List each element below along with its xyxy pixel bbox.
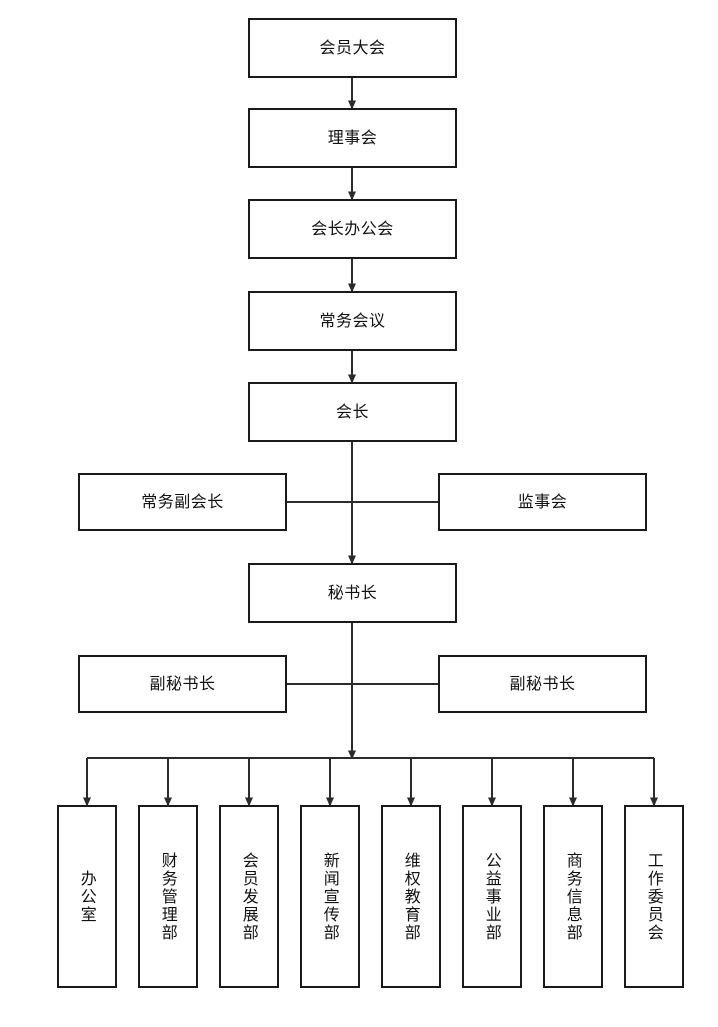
- node-label: 会长: [335, 402, 369, 422]
- node-label: 财务管理部: [158, 851, 178, 942]
- node-label: 常务副会长: [141, 492, 224, 512]
- node-member-development[interactable]: 会员发展部: [219, 805, 279, 988]
- node-label: 会员大会: [319, 38, 386, 58]
- node-label: 工作委员会: [644, 851, 664, 942]
- node-executive-vice-president[interactable]: 常务副会长: [78, 473, 287, 531]
- node-label: 副秘书长: [149, 674, 216, 694]
- node-label: 监事会: [517, 492, 568, 512]
- node-rights-education[interactable]: 维权教育部: [381, 805, 441, 988]
- node-council[interactable]: 理事会: [248, 108, 457, 168]
- node-standing-meeting[interactable]: 常务会议: [248, 291, 457, 351]
- node-general-assembly[interactable]: 会员大会: [248, 18, 457, 78]
- node-business-information[interactable]: 商务信息部: [543, 805, 603, 988]
- node-label: 会员发展部: [239, 851, 259, 942]
- node-president-office[interactable]: 会长办公会: [248, 199, 457, 259]
- node-deputy-secretary-general-left[interactable]: 副秘书长: [78, 655, 287, 713]
- node-label: 新闻宣传部: [320, 851, 340, 942]
- node-news-publicity[interactable]: 新闻宣传部: [300, 805, 360, 988]
- node-label: 会长办公会: [311, 219, 394, 239]
- connector-group: [83, 78, 658, 807]
- node-label: 常务会议: [319, 311, 386, 331]
- node-label: 副秘书长: [509, 674, 576, 694]
- node-label: 理事会: [327, 128, 378, 148]
- node-label: 办公室: [77, 869, 97, 924]
- node-office[interactable]: 办公室: [57, 805, 117, 988]
- node-secretary-general[interactable]: 秘书长: [248, 563, 457, 623]
- node-president[interactable]: 会长: [248, 382, 457, 442]
- node-label: 商务信息部: [563, 851, 583, 942]
- node-label: 秘书长: [327, 583, 378, 603]
- node-public-welfare[interactable]: 公益事业部: [462, 805, 522, 988]
- node-label: 公益事业部: [482, 851, 502, 942]
- node-work-committee[interactable]: 工作委员会: [624, 805, 684, 988]
- node-deputy-secretary-general-right[interactable]: 副秘书长: [438, 655, 647, 713]
- node-board-of-supervisors[interactable]: 监事会: [438, 473, 647, 531]
- node-finance-management[interactable]: 财务管理部: [138, 805, 198, 988]
- node-label: 维权教育部: [401, 851, 421, 942]
